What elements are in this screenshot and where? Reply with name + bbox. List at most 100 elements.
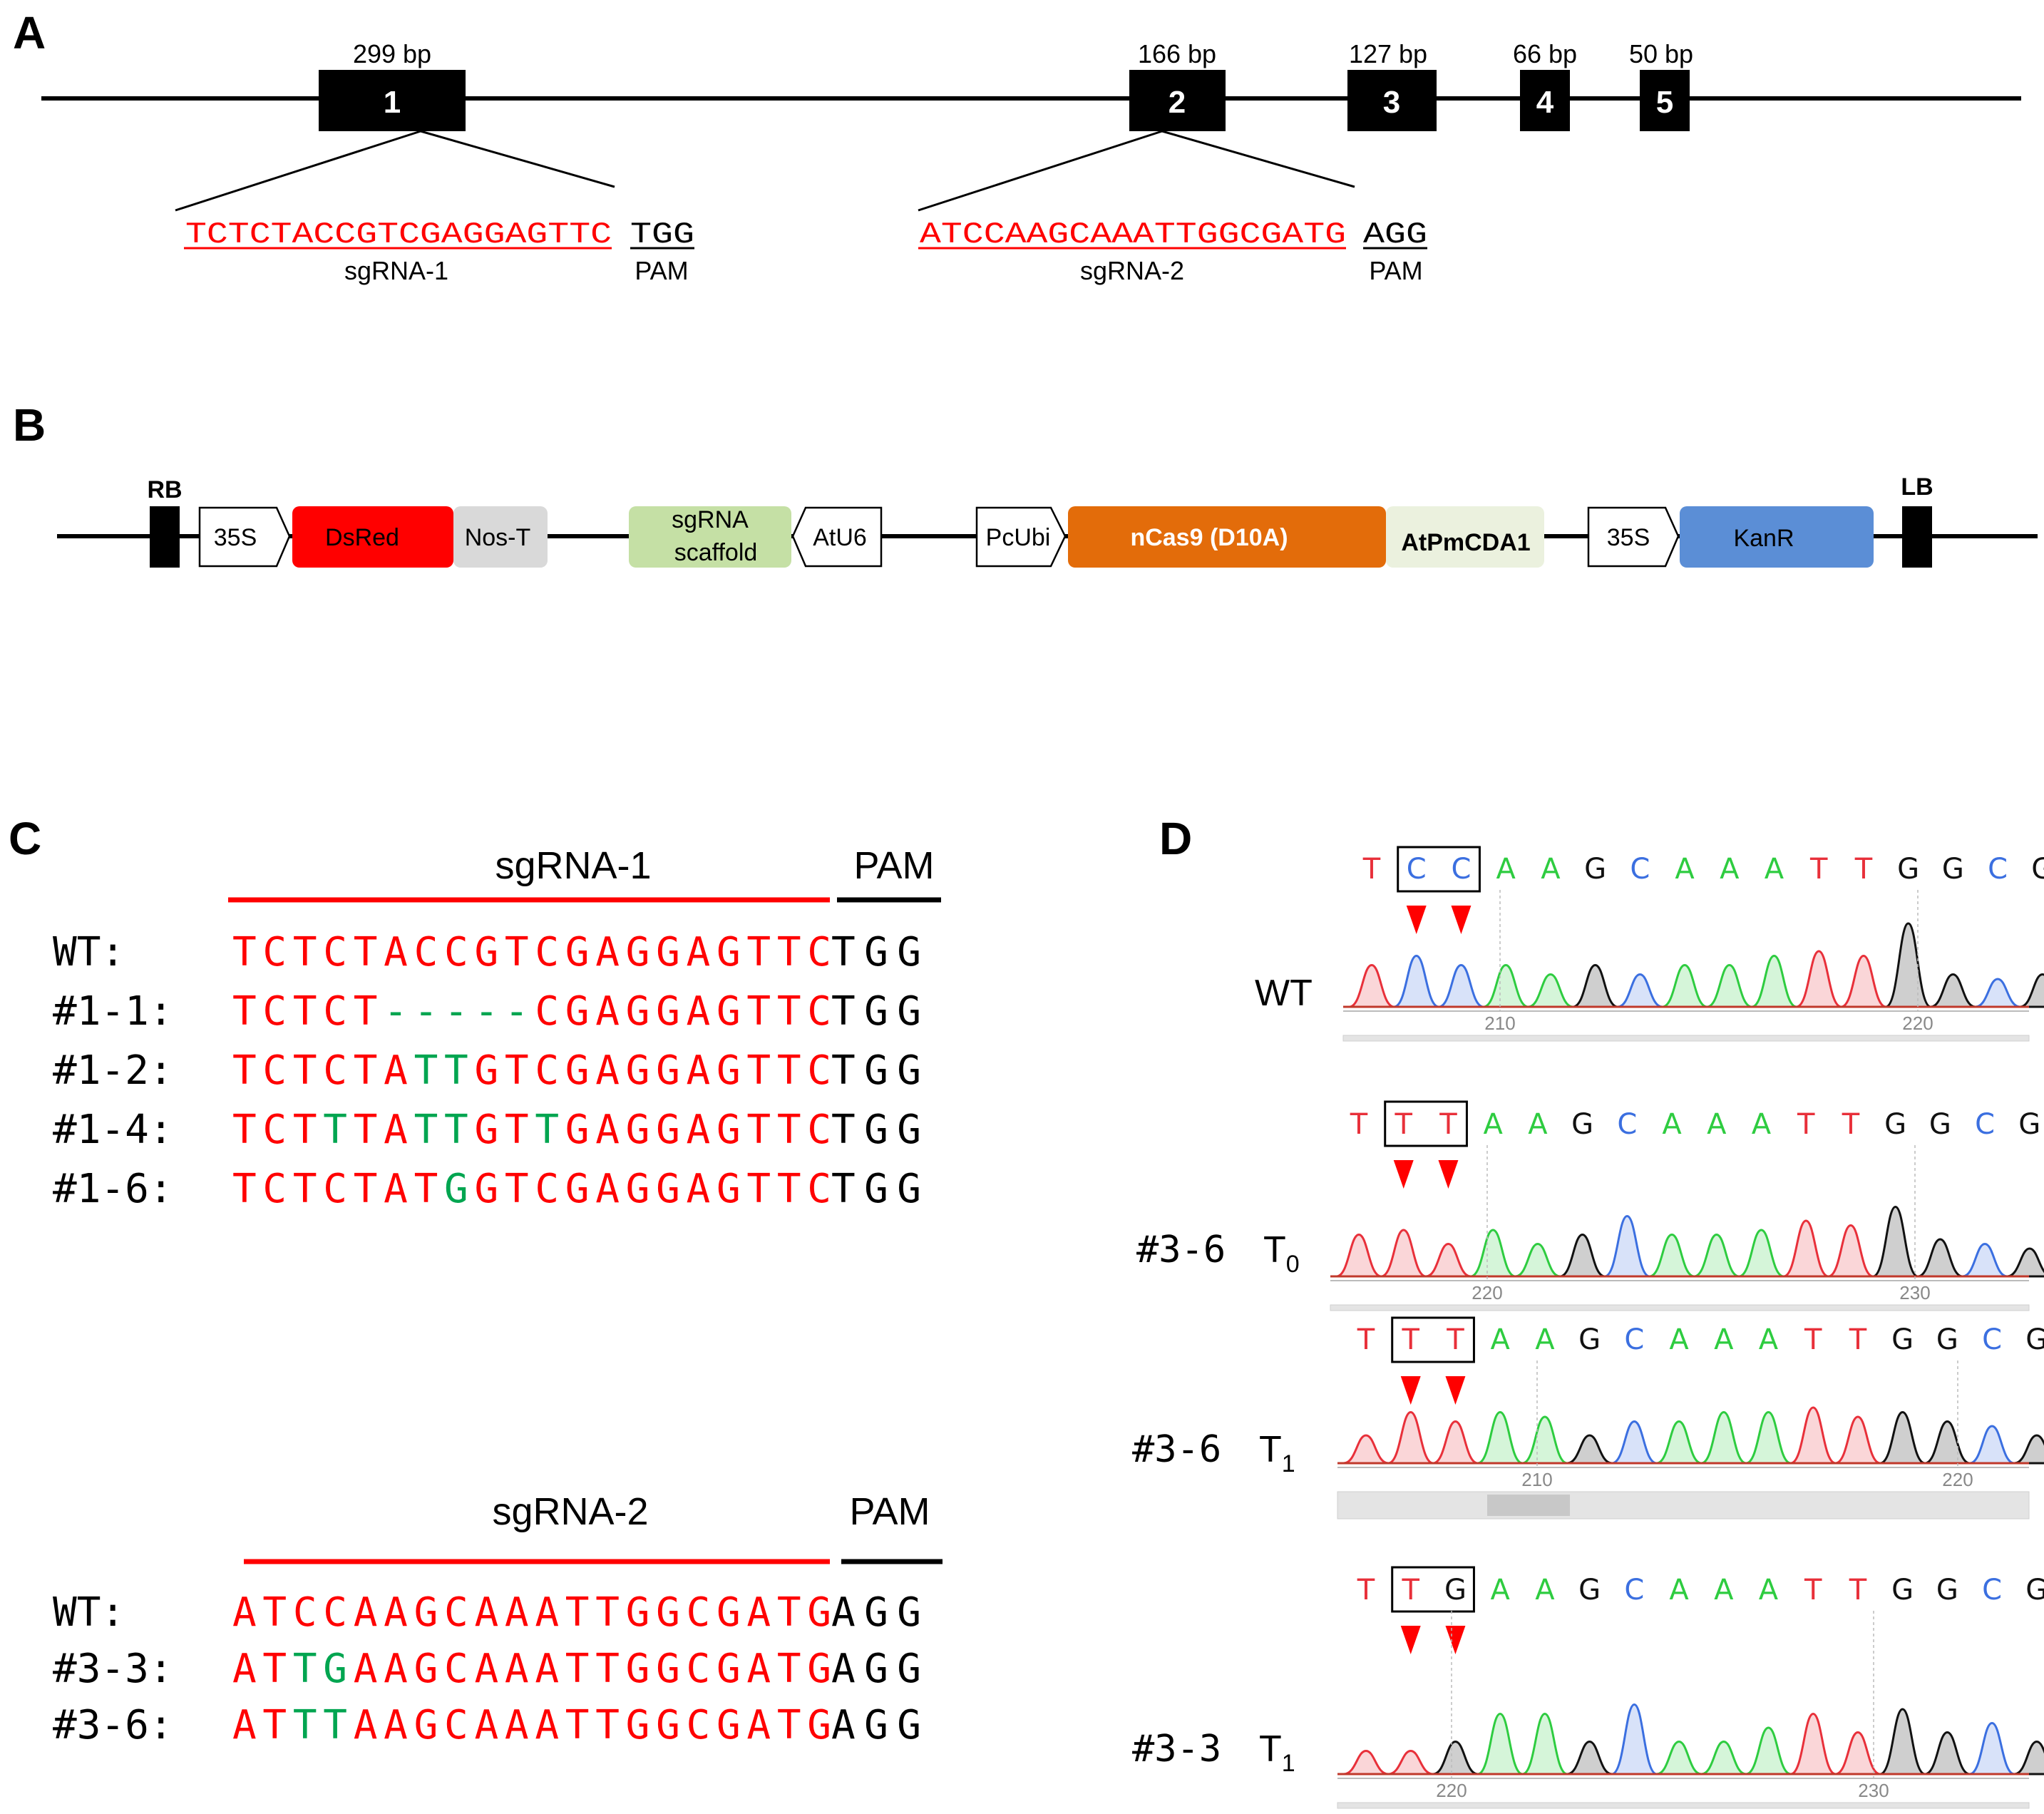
edit-arrow-icon [1451,906,1472,934]
row-pam: AGG [831,1589,921,1636]
trace-scrollbar[interactable] [1342,1035,2030,1042]
trace-peak [1745,1410,1792,1465]
trace-peak [1917,1238,1963,1278]
sgrna1-pam: TGG [630,217,694,252]
element-box [1680,506,1874,568]
rb-label: RB [147,476,182,503]
trace-peak [1700,1410,1747,1465]
row-pam: AGG [831,1646,921,1692]
base-call: A [1490,1323,1510,1356]
edit-arrow-icon [1400,1376,1421,1405]
trace-peak [1349,963,1395,1008]
base-call: A [1675,853,1695,886]
pam-label: PAM [1369,256,1422,285]
trace-peak [1841,954,1886,1008]
base-call: T [1402,1574,1420,1607]
trace-peak [1566,1740,1613,1775]
atpmcda1-gene: AtPmCDA1 [1386,506,1544,568]
trace-peak [1425,1242,1472,1278]
scrollbar-thumb[interactable] [1487,1495,1570,1516]
exon-number: 2 [1169,85,1186,120]
element-label: KanR [1733,525,1794,552]
trace-peak [1432,1420,1479,1465]
generation-label: T1 [1259,1728,1295,1777]
base-call: C [1988,853,2008,886]
exon-number: 1 [384,85,401,120]
base-call: C [1617,1108,1637,1141]
trace-peak [1617,973,1663,1008]
base-call: T [1395,1108,1413,1141]
trace-scrollbar[interactable] [1330,1304,2030,1311]
sample-label: WT [1255,973,1313,1014]
sample-label: #3-6 [1136,1229,1226,1271]
base-call: A [1714,1323,1734,1356]
base-call: A [1483,1108,1503,1141]
trace-peak [1738,1229,1784,1278]
exon-5: 5 50 bp [1629,39,1693,131]
trace-peak [1649,1233,1695,1278]
base-call: T [1357,1574,1375,1607]
element-label: 35S [1607,524,1650,551]
panel-label-d: D [1159,813,1192,864]
sgrna1-target: TCTCTACCGTCGAGGAGTTC TGG sgRNA-1 PAM [184,217,694,285]
sgrna2-sequence: ATCCAAGCAAATTGGCGATG [920,217,1346,252]
trace-peak [1751,954,1797,1008]
edit-arrow-icon [1400,1626,1421,1654]
trace-peak [1477,1712,1524,1775]
base-call: C [1982,1574,2002,1607]
base-call: G [1936,1574,1958,1607]
base-call: A [1662,1108,1682,1141]
exon-1: 1 299 bp [319,39,466,131]
tick-label: 220 [1902,1013,1933,1034]
base-call: G [1444,1574,1467,1607]
trace-scrollbar[interactable] [1337,1802,2030,1809]
base-call: A [1752,1108,1772,1141]
exon-size: 66 bp [1513,39,1577,68]
base-call: G [1578,1574,1601,1607]
trace-peak [1969,1721,2015,1775]
panel-label-c: C [9,813,41,864]
row-label: #1-4: [53,1107,173,1153]
trace-peak [1790,1406,1837,1465]
element-label: sgRNA [672,506,749,533]
trace-peak [1745,1726,1792,1775]
trace-peak [1930,973,1976,1008]
right-border: RB [147,476,183,568]
trace-peak [2014,1434,2044,1465]
base-call: C [1624,1323,1644,1356]
sgrna-scaffold: sgRNA scaffold [629,506,791,568]
trace-peak [1343,1434,1389,1465]
zoom-lines-sgrna1 [175,130,615,212]
base-call: G [1584,853,1606,886]
tick-label: 220 [1436,1780,1467,1801]
trace-scrollbar[interactable] [1337,1491,2030,1520]
base-call: A [1765,853,1784,886]
exon-size: 166 bp [1138,39,1216,68]
sgrna1-label: sgRNA-1 [344,256,448,285]
row-label: #1-2: [53,1047,173,1094]
pam-label: PAM [635,256,688,285]
generation-label: T1 [1259,1429,1295,1477]
base-call: A [1535,1574,1555,1607]
base-call: G [1891,1574,1914,1607]
trace-peak [1656,1740,1702,1775]
sgrna2-label: sgRNA-2 [1080,256,1184,285]
base-call: A [1490,1574,1510,1607]
base-call: T [1357,1323,1375,1356]
trace-peak [1343,1749,1389,1775]
base-call: G [1929,1108,1951,1141]
trace-peak [1828,1224,1874,1278]
trace-peak [1835,1415,1881,1465]
base-call: A [1759,1323,1779,1356]
base-call: G [1897,853,1919,886]
generation-label: T0 [1263,1229,1300,1278]
base-call: T [1809,853,1828,886]
tick-label: 230 [1899,1282,1930,1303]
